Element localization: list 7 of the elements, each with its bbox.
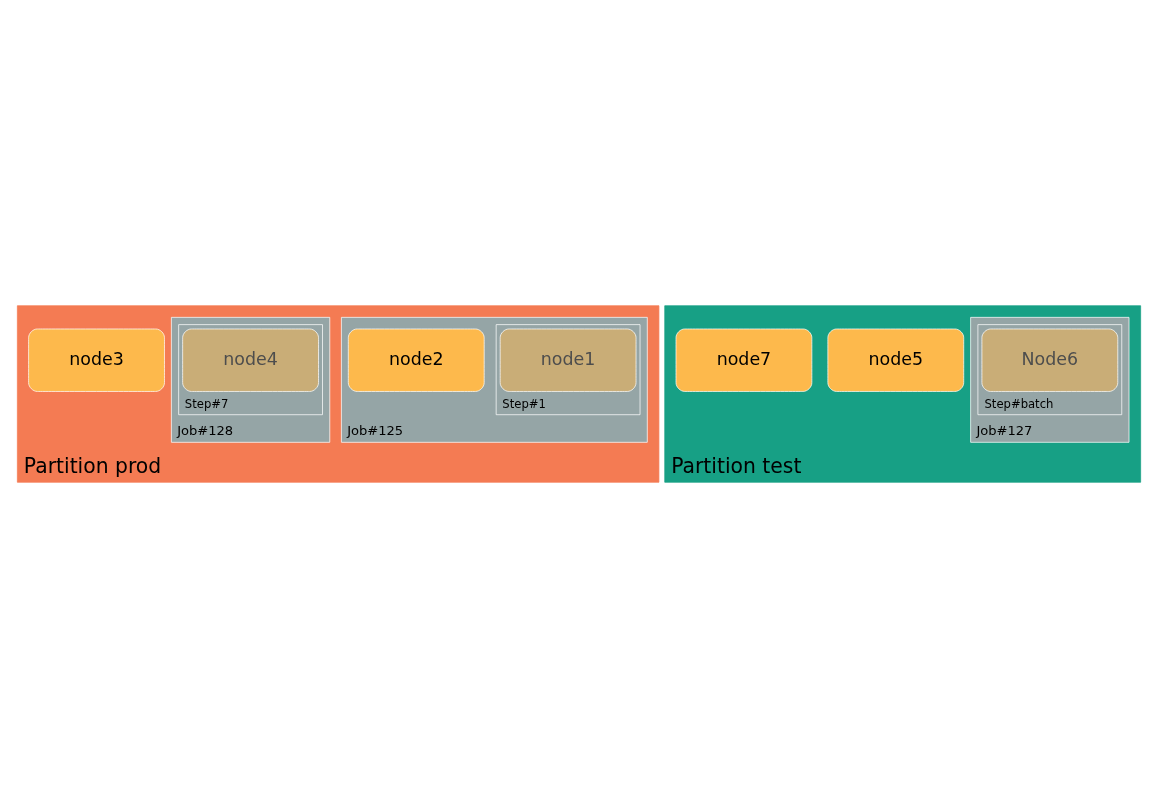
node-box: node1 [499,328,637,392]
node-box: node5 [827,328,965,392]
node-box: node3 [28,328,165,392]
node-box: node2 [347,328,485,392]
node-box: node7 [675,328,813,392]
node-box: Node6 [981,328,1119,392]
node-box: node4 [182,328,319,392]
